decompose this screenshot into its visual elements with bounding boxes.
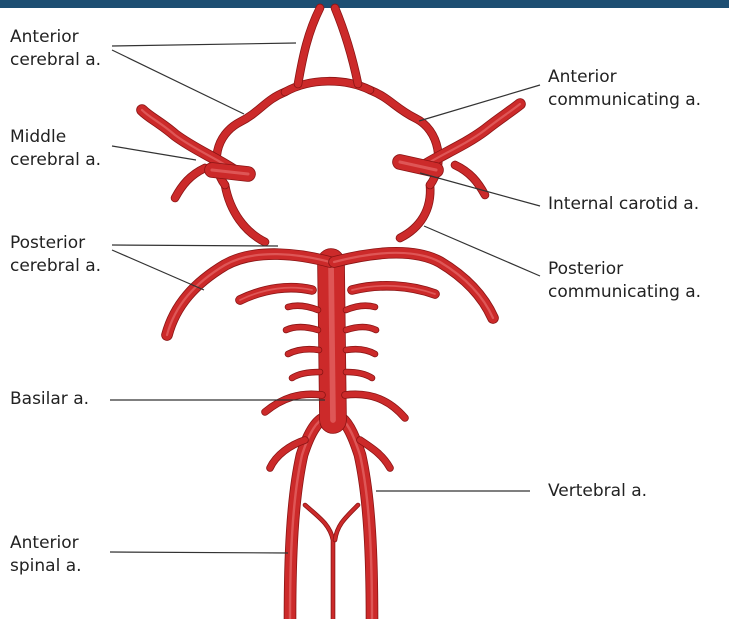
pontine-branch [288, 349, 319, 354]
label-vertebral: Vertebral a. [548, 480, 647, 503]
pontine-branch [286, 327, 318, 330]
anterior-spinal-artery-right [335, 505, 358, 540]
label-internal-carotid: Internal carotid a. [548, 193, 699, 216]
pontine-branch [346, 349, 375, 354]
arteries [142, 8, 520, 619]
label-basilar: Basilar a. [10, 388, 89, 411]
anterior-inferior-cerebellar-branch [265, 394, 322, 412]
right-anterior-cerebral-artery [335, 8, 358, 84]
right-posterior-communicating-artery [400, 185, 430, 238]
anterior-spinal-artery [305, 505, 333, 619]
left-anterior-cerebral-artery [298, 8, 320, 84]
